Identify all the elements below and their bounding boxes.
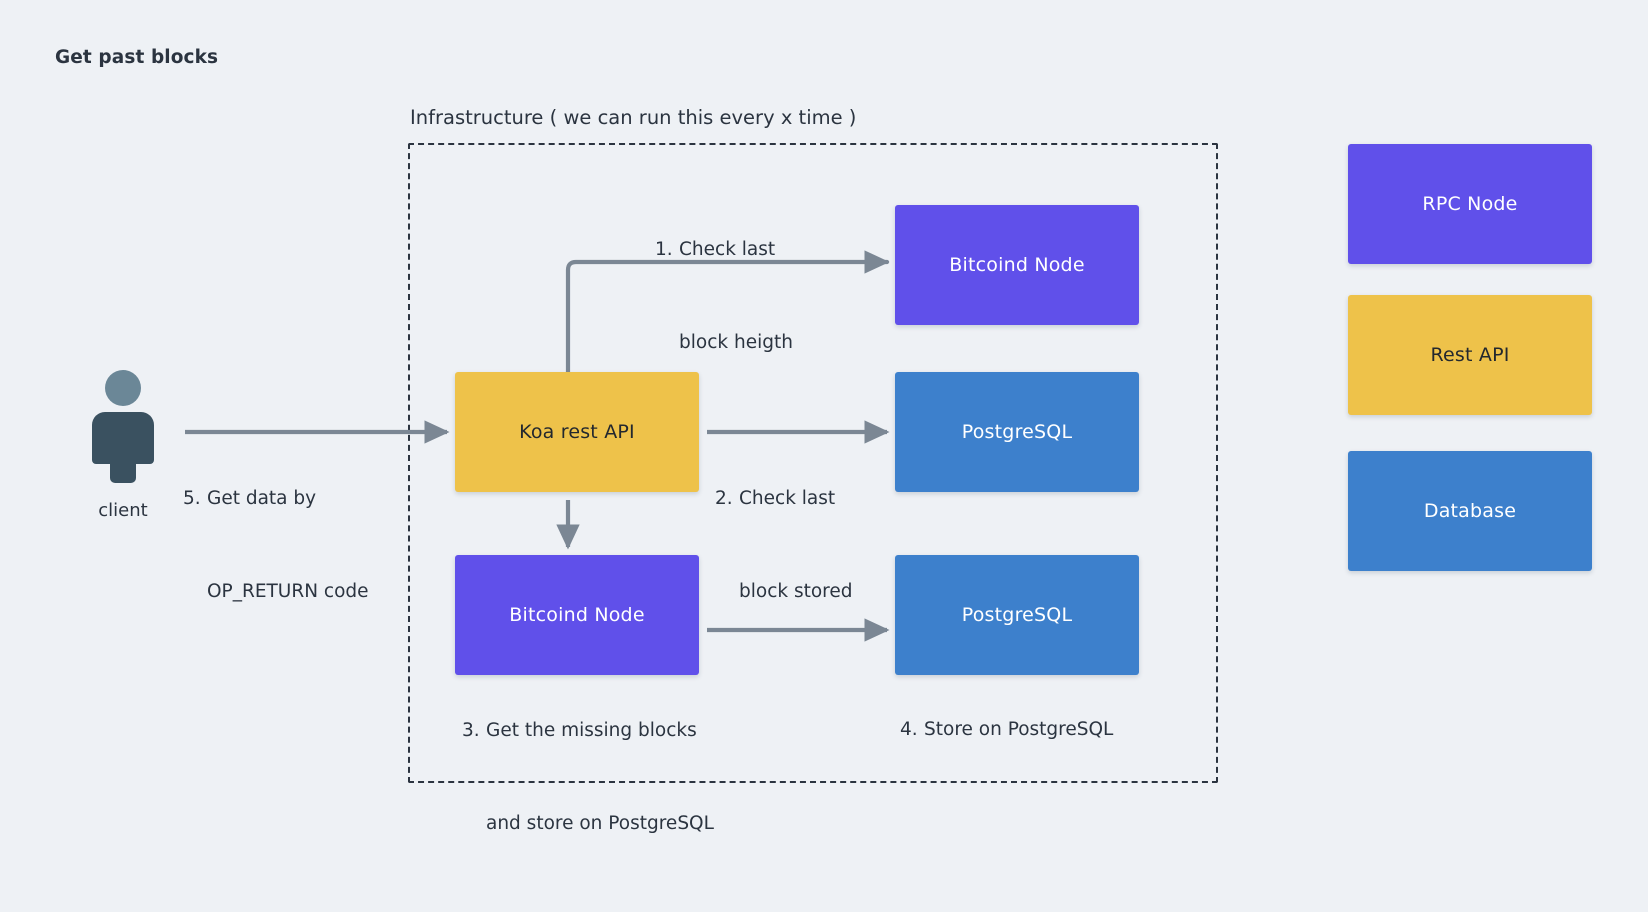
legend-item-rest-api[interactable]: Rest API (1348, 295, 1592, 415)
step-label-4: 4. Store on PostgreSQL (900, 652, 1113, 807)
client-actor-label: client (98, 500, 148, 521)
node-postgresql-bottom[interactable]: PostgreSQL (895, 555, 1139, 675)
actor-head-icon (105, 370, 141, 406)
actor-legs-icon (110, 456, 136, 483)
step-label-2: 2. Check last block stored (715, 421, 853, 669)
legend-item-database[interactable]: Database (1348, 451, 1592, 571)
step-5-line2: OP_RETURN code (207, 581, 369, 602)
step-3-line2: and store on PostgreSQL (486, 813, 714, 834)
step-5-line1: Get data by (207, 488, 317, 509)
client-actor-icon (88, 370, 158, 483)
step-4-line1: Store on PostgreSQL (924, 719, 1114, 740)
node-bitcoind-node-bottom[interactable]: Bitcoind Node (455, 555, 699, 675)
step-4-number: 4. (900, 719, 918, 740)
step-2-number: 2. (715, 488, 733, 509)
step-1-line2: block heigth (679, 332, 793, 353)
infrastructure-group-box (408, 143, 1218, 783)
step-3-number: 3. (462, 720, 480, 741)
step-label-1: 1. Check last block heigth (655, 172, 793, 420)
node-koa-rest-api[interactable]: Koa rest API (455, 372, 699, 492)
step-2-line2: block stored (739, 581, 853, 602)
step-1-number: 1. (655, 239, 673, 260)
step-label-3: 3. Get the missing blocks and store on Po… (462, 653, 714, 901)
node-postgresql-middle[interactable]: PostgreSQL (895, 372, 1139, 492)
step-2-line1: Check last (739, 488, 836, 509)
step-5-number: 5. (183, 488, 201, 509)
step-label-5: 5. Get data by OP_RETURN code (183, 421, 369, 669)
step-1-line1: Check last (679, 239, 776, 260)
legend-item-rpc-node[interactable]: RPC Node (1348, 144, 1592, 264)
actor-body-icon (92, 412, 154, 464)
infrastructure-group-label: Infrastructure ( we can run this every x… (410, 106, 857, 129)
step-3-line1: Get the missing blocks (486, 720, 697, 741)
page-title: Get past blocks (55, 47, 219, 68)
node-bitcoind-node-top[interactable]: Bitcoind Node (895, 205, 1139, 325)
